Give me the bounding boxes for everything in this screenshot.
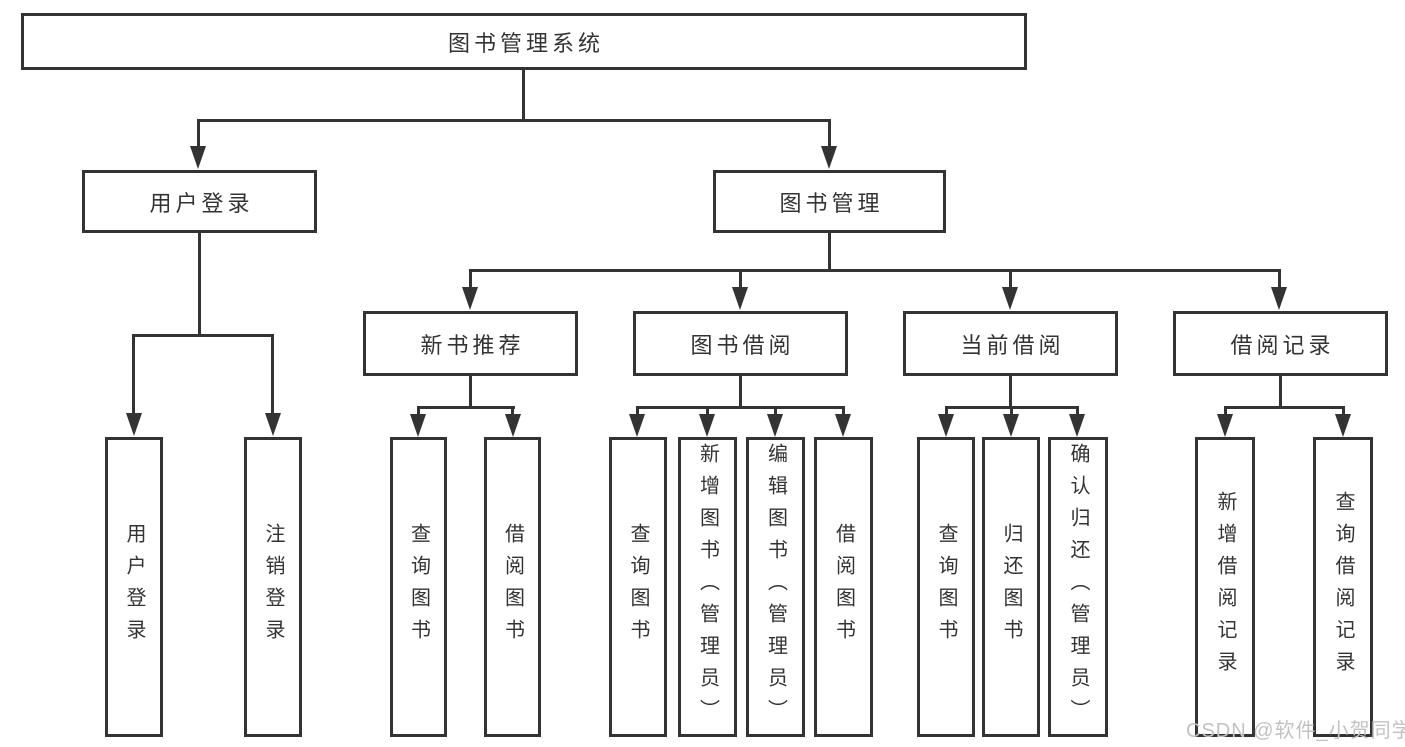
arrow-down-icon [821,146,837,169]
leaf-return-book-label: 归还图书 [1000,523,1022,651]
arrow-down-icon [1335,414,1351,437]
connector-line [828,233,831,272]
connector-line [417,406,420,416]
leaf-borrow-book-1: 借阅图书 [484,437,541,737]
arrow-down-icon [1003,414,1019,437]
leaf-logout: 注销登录 [244,437,302,737]
arrow-down-icon [126,413,142,436]
csdn-watermark: CSDN @软件_小贺同学 [1186,720,1405,742]
leaf-add-borrow-record: 新增借阅记录 [1195,437,1255,737]
leaf-query-book-1-label: 查询图书 [407,523,430,651]
arrow-down-icon [1069,414,1085,437]
connector-line [511,406,514,416]
arrow-down-icon [699,414,715,437]
leaf-query-borrow-record-label: 查询借阅记录 [1332,491,1354,683]
leaf-edit-book-admin-label: 编辑图书（管理员） [764,443,787,731]
connector-line [739,376,742,408]
leaf-query-book-2: 查询图书 [609,437,667,737]
leaf-user-login-label: 用户登录 [123,523,145,651]
arrow-down-icon [767,414,783,437]
node-current-borrow-label: 当前借阅 [960,332,1065,358]
connector-line [945,406,948,416]
leaf-query-borrow-record: 查询借阅记录 [1313,437,1373,737]
connector-line [1010,406,1013,416]
leaf-logout-label: 注销登录 [262,523,284,651]
arrow-down-icon [732,287,748,310]
connector-line [469,269,1281,272]
node-book-borrow-label: 图书借阅 [690,332,795,358]
connector-line [1009,269,1012,289]
leaf-return-book: 归还图书 [982,437,1040,737]
connector-line [1224,406,1345,409]
arrow-down-icon [190,146,206,169]
connector-line [522,70,525,121]
leaf-borrow-book-1-label: 借阅图书 [501,523,524,651]
leaf-borrow-book-2-label: 借阅图书 [832,523,855,651]
connector-line [636,406,639,416]
arrow-down-icon [410,414,426,437]
connector-line [706,406,709,416]
arrow-down-icon [1002,287,1018,310]
connector-line [1009,376,1012,408]
node-root-label: 图书管理系统 [447,30,604,56]
connector-line [469,376,472,408]
leaf-add-book-admin: 新增图书（管理员） [678,437,737,737]
connector-line [1224,406,1227,416]
leaf-edit-book-admin: 编辑图书（管理员） [746,437,805,737]
node-borrow-record-label: 借阅记录 [1230,332,1335,358]
connector-line [197,119,200,148]
arrow-down-icon [629,414,645,437]
leaf-query-book-1: 查询图书 [390,437,447,737]
connector-line [198,233,201,337]
leaf-query-book-3: 查询图书 [917,437,975,737]
leaf-borrow-book-2: 借阅图书 [814,437,873,737]
node-book-borrow: 图书借阅 [633,311,848,376]
connector-line [198,119,831,122]
connector-line [739,269,742,289]
arrow-down-icon [1271,287,1287,310]
leaf-query-book-3-label: 查询图书 [935,523,957,651]
connector-line [132,334,135,413]
connector-line [842,406,845,416]
node-new-book-recommend: 新书推荐 [363,311,578,376]
connector-line [417,406,515,409]
leaf-user-login: 用户登录 [105,437,163,737]
leaf-query-book-2-label: 查询图书 [627,523,649,651]
node-root: 图书管理系统 [21,13,1027,70]
leaf-confirm-return-admin: 确认归还（管理员） [1048,437,1108,737]
node-user-login: 用户登录 [82,170,317,233]
connector-line [132,334,274,337]
arrow-down-icon [462,287,478,310]
connector-line [1279,376,1282,408]
node-current-borrow: 当前借阅 [903,311,1118,376]
connector-line [774,406,777,416]
arrow-down-icon [835,414,851,437]
connector-line [469,269,472,289]
leaf-add-borrow-record-label: 新增借阅记录 [1214,491,1236,683]
leaf-add-book-admin-label: 新增图书（管理员） [696,443,719,731]
arrow-down-icon [938,414,954,437]
connector-line [636,406,845,409]
node-user-login-label: 用户登录 [149,190,254,216]
connector-line [828,119,831,148]
node-book-management: 图书管理 [713,170,946,233]
connector-line [1278,269,1281,289]
node-book-management-label: 图书管理 [779,190,884,216]
arrow-down-icon [265,413,281,436]
connector-line [1342,406,1345,416]
arrow-down-icon [505,414,521,437]
arrow-down-icon [1217,414,1233,437]
connector-line [1076,406,1079,416]
node-borrow-record: 借阅记录 [1173,311,1388,376]
leaf-confirm-return-admin-label: 确认归还（管理员） [1067,443,1089,731]
node-new-book-recommend-label: 新书推荐 [420,332,525,358]
connector-line [271,334,274,413]
